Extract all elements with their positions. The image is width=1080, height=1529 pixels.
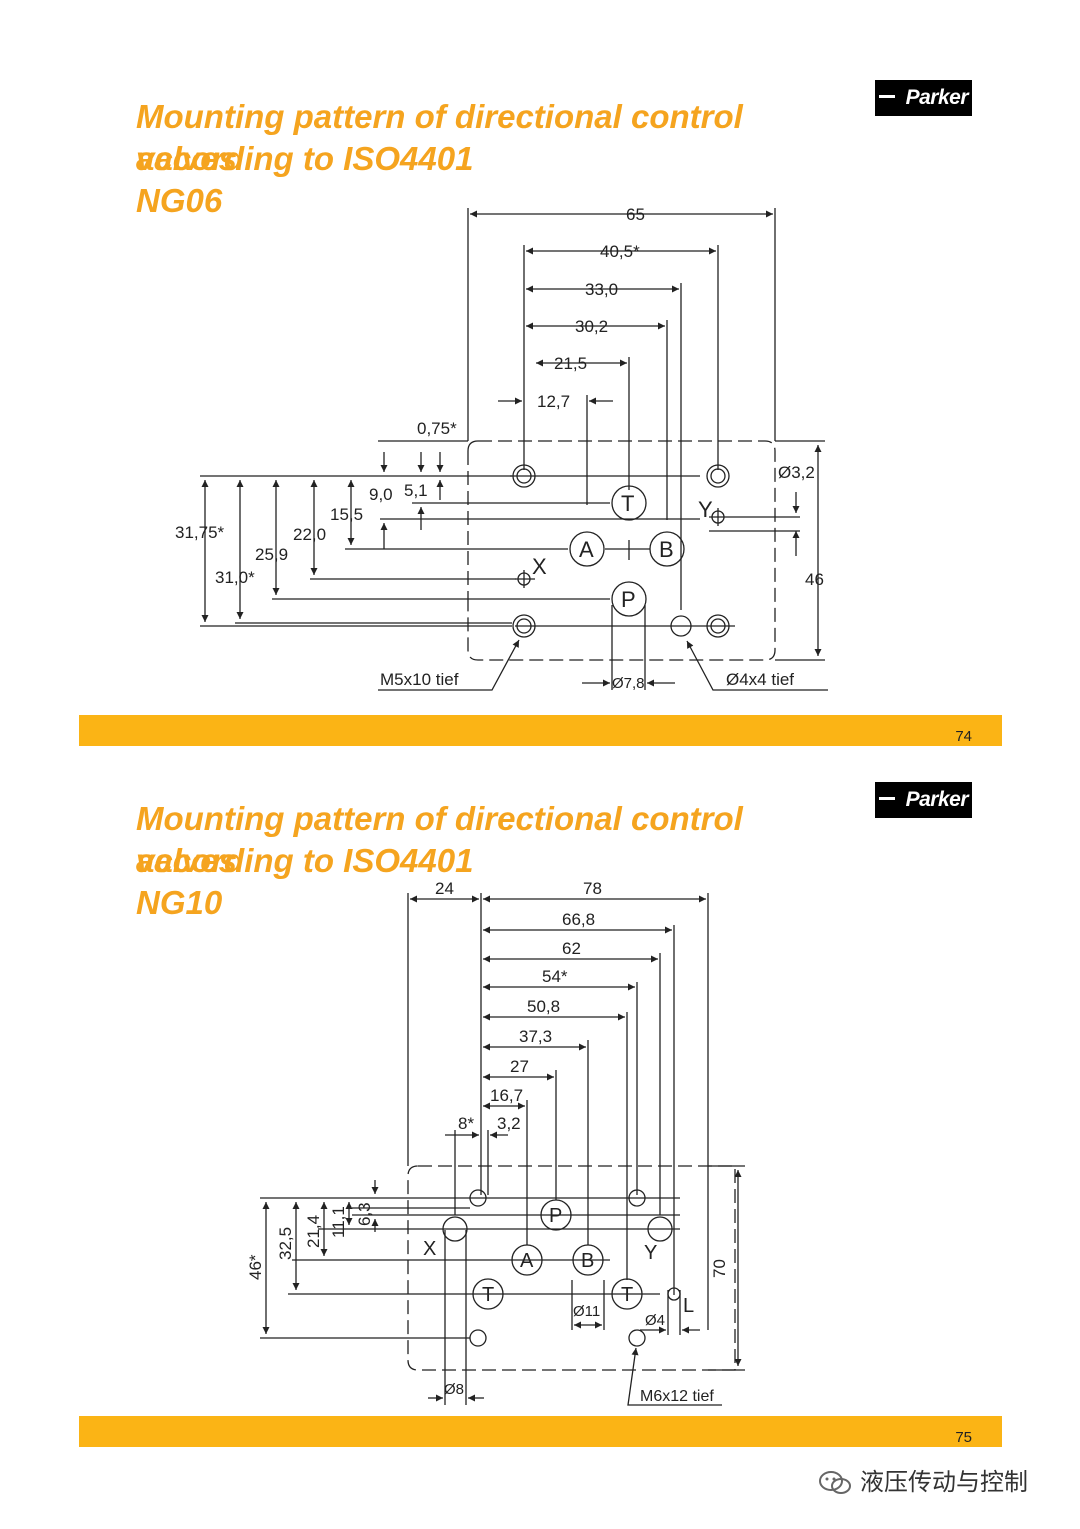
page-75-title: Mounting pattern of directional control … [136,798,836,928]
ng06-port-p [611,581,647,617]
parker-logo: Parker [875,782,972,818]
dim-d8: Ø8 [444,1381,464,1398]
title-line-4: NG06 [136,182,223,219]
label-d4x4: Ø4x4 tief [726,670,794,689]
ng10-m6-hole [469,1329,487,1347]
dim-22-0: 22,0 [293,525,326,544]
title-line-1: Mounting pattern of directional control [136,98,743,135]
port-p: P [549,1205,562,1227]
dim-16-7: 16,7 [490,1086,523,1105]
dim-d11: Ø11 [573,1303,600,1320]
dim-46: 46* [246,1254,265,1280]
dim-50-8: 50,8 [527,997,560,1016]
footer-band-74: 74 [79,715,1002,746]
dim-31-0: 31,0* [215,568,255,587]
ng06-m5-hole [706,464,730,488]
ng06-plate-outline [467,440,776,661]
port-t1: T [482,1284,494,1306]
dim-54: 54* [542,967,568,986]
dim-62: 62 [562,939,581,958]
title-line-1: Mounting pattern of directional control [136,800,743,837]
wechat-icon [819,1471,851,1494]
dim-40-5: 40,5* [600,242,640,261]
ng06-drawing [200,208,828,691]
dim-21-5: 21,5 [554,354,587,373]
ng06-port-t [611,485,647,521]
dim-37-3: 37,3 [519,1027,552,1046]
dim-25-9: 25,9 [255,545,288,564]
port-x: X [532,554,547,579]
logo-text: Parker [905,86,969,109]
port-x: X [423,1238,436,1260]
dim-78: 78 [583,879,602,898]
logo-bar-icon [879,797,895,800]
dim-33-0: 33,0 [585,280,618,299]
ng10-labels: 24 78 66,8 62 54* 50,8 37,3 27 16,7 8* 3… [246,879,729,1405]
dim-30-2: 30,2 [575,317,608,336]
port-a: A [579,537,594,562]
ng06-labels: 65 40,5* 33,0 30,2 21,5 12,7 0,75* 9,0 5… [175,205,824,692]
dim-9-0: 9,0 [369,485,393,504]
port-p: P [621,587,636,612]
logo-text: Parker [905,788,969,811]
port-t: T [621,491,634,516]
ng06-plate-left-solid [467,440,479,452]
title-line-4: NG10 [136,884,223,921]
ng10-m6-hole [628,1329,646,1347]
page-number-74: 74 [955,728,972,745]
label-m5: M5x10 tief [380,670,459,689]
dim-12-7: 12,7 [537,392,570,411]
footer-band-75: 75 [79,1416,1002,1447]
dim-32-5: 32,5 [276,1227,295,1260]
title-line-3: according to ISO4401 [136,842,474,879]
dim-15-5: 15,5 [330,505,363,524]
watermark-text: 液压传动与控制 [860,1468,1028,1496]
dim-0-75: 0,75* [417,419,457,438]
dim-46: 46 [805,570,824,589]
dim-24: 24 [435,879,454,898]
watermark: 液压传动与控制 [818,1462,1028,1502]
ng06-port-a [569,531,605,567]
dim-31-75: 31,75* [175,523,225,542]
port-b: B [659,537,674,562]
dim-11-1: 11,1 [329,1206,348,1238]
port-a: A [520,1250,534,1272]
port-b: B [581,1250,594,1272]
dim-d7-8: Ø7,8 [612,675,645,692]
dim-6-3: 6,3 [355,1202,374,1226]
dim-70: 70 [710,1259,729,1278]
dim-d3-2: Ø3,2 [778,463,815,482]
title-line-2: valves [136,842,237,879]
title-line-3: according to ISO4401 [136,140,474,177]
dim-d4: Ø4 [645,1312,665,1329]
dim-5-1: 5,1 [404,481,428,500]
dim-21-4: 21,4 [304,1215,323,1248]
port-y: Y [698,497,713,522]
dim-66-8: 66,8 [562,910,595,929]
port-y: Y [644,1242,657,1264]
page-74-title: Mounting pattern of directional control … [136,96,836,226]
label-l: L [683,1295,694,1317]
dim-27: 27 [510,1057,529,1076]
title-line-2: valves [136,140,237,177]
ng10-plate-outline [407,1165,736,1371]
dim-65: 65 [626,205,645,224]
logo-bar-icon [879,95,895,98]
page-number-75: 75 [955,1429,972,1446]
port-t2: T [621,1284,633,1306]
parker-logo: Parker [875,80,972,116]
dim-8: 8* [458,1114,474,1133]
dim-3-2: 3,2 [497,1114,521,1133]
label-m6: M6x12 tief [640,1388,714,1405]
ng10-drawing [260,893,745,1406]
